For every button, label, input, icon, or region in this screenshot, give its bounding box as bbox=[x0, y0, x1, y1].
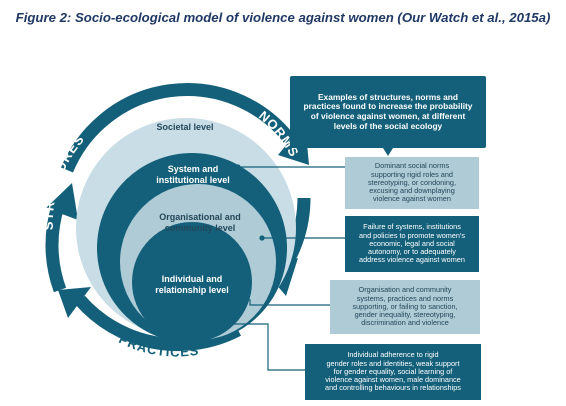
examples-header-box: Examples of structures, norms and practi… bbox=[290, 76, 486, 148]
connector-individual bbox=[196, 323, 305, 371]
header-box-pointer bbox=[383, 148, 393, 156]
arc-arrow-left bbox=[45, 204, 67, 293]
example-box-individual: Individual adherence to rigid gender rol… bbox=[305, 344, 481, 400]
individual-level-label: Individual and relationship level bbox=[155, 274, 229, 296]
connector-dot-societal bbox=[235, 164, 241, 170]
connector-organisational bbox=[230, 299, 330, 306]
organisational-level-label: Organisational and community level bbox=[159, 212, 241, 234]
arrowhead-left-top bbox=[46, 183, 78, 220]
example-box-system: Failure of systems, institutions and pol… bbox=[345, 216, 479, 272]
example-box-organisational: Organisation and community systems, prac… bbox=[330, 280, 480, 334]
arc-arrow-top bbox=[60, 83, 296, 173]
connector-lines bbox=[193, 164, 345, 371]
connector-dot-system bbox=[259, 235, 265, 241]
system-level-label: System and institutional level bbox=[156, 164, 230, 186]
connector-dot-individual bbox=[193, 321, 199, 327]
figure-title: Figure 2: Socio-ecological model of viol… bbox=[15, 10, 551, 25]
arrowhead-bottom-left bbox=[58, 287, 91, 318]
connector-dot-organisational bbox=[227, 297, 233, 303]
example-box-societal: Dominant social norms supporting rigid r… bbox=[345, 157, 479, 209]
individual-circle bbox=[132, 222, 252, 342]
societal-level-label: Societal level bbox=[156, 122, 214, 132]
